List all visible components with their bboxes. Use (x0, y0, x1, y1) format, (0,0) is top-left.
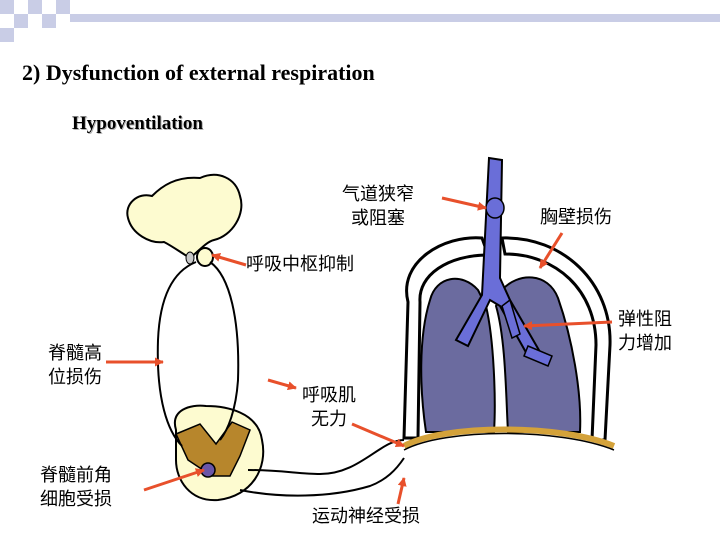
bronchus-branch (501, 298, 521, 340)
brainstem-detail (185, 251, 195, 265)
arrow-muscle-to-diaphragm (351, 422, 405, 448)
slide-subtitle: Hypoventilation (72, 113, 203, 134)
label-spinal-high-line2: 位损伤 (48, 367, 102, 388)
label-muscle: 呼吸肌 无力 (302, 384, 356, 432)
title-decoration (0, 0, 720, 42)
label-anterior-horn: 脊髓前角 细胞受损 (40, 464, 112, 512)
label-spinal-high: 脊髓高 位损伤 (48, 342, 102, 390)
arrow-anterior-horn (143, 468, 205, 492)
grey-matter (174, 421, 251, 477)
label-muscle-line2: 无力 (311, 409, 347, 430)
motor-nerve-upper (247, 439, 405, 476)
label-airway-line1: 气道狭窄 (342, 184, 414, 205)
arrow-motor-nerve (396, 477, 407, 505)
label-elasticity: 弹性阻 力增加 (618, 308, 672, 356)
spinal-tract-left (156, 261, 197, 447)
motor-nerve-lower (239, 457, 405, 497)
deco-square (28, 0, 42, 14)
label-motor-nerve: 运动神经受损 (312, 506, 420, 527)
slide-title: 2) Dysfunction of external respiration (22, 60, 375, 85)
deco-square (0, 0, 14, 14)
arrow-resp-center (211, 252, 247, 267)
deco-bar (70, 14, 720, 22)
deco-square (42, 14, 56, 28)
arrow-elasticity (523, 320, 613, 331)
deco-square (0, 28, 14, 42)
diaphragm-edge (403, 432, 615, 451)
label-airway-line2: 或阻塞 (351, 208, 405, 229)
arrow-muscle (267, 378, 297, 391)
label-elasticity-line1: 弹性阻 (618, 309, 672, 330)
label-chest-wall: 胸壁损伤 (540, 207, 612, 228)
label-muscle-line1: 呼吸肌 (302, 385, 356, 406)
label-spinal-high-line1: 脊髓高 (48, 343, 102, 364)
label-airway: 气道狭窄 或阻塞 (342, 183, 414, 231)
deco-square (14, 14, 28, 28)
deco-square (56, 0, 70, 14)
arrow-airway (441, 196, 487, 211)
spinal-tract-right (209, 261, 240, 441)
label-anterior-horn-line1: 脊髓前角 (40, 465, 112, 486)
brain (126, 173, 243, 260)
label-elasticity-line2: 力增加 (618, 333, 672, 354)
label-anterior-horn-line2: 细胞受损 (40, 489, 112, 510)
diaphragm (402, 426, 616, 449)
arrow-chest-wall (538, 232, 564, 269)
label-resp-center: 呼吸中枢抑制 (246, 254, 354, 275)
bronchiole (523, 345, 553, 367)
airway-obstruction (485, 197, 505, 219)
